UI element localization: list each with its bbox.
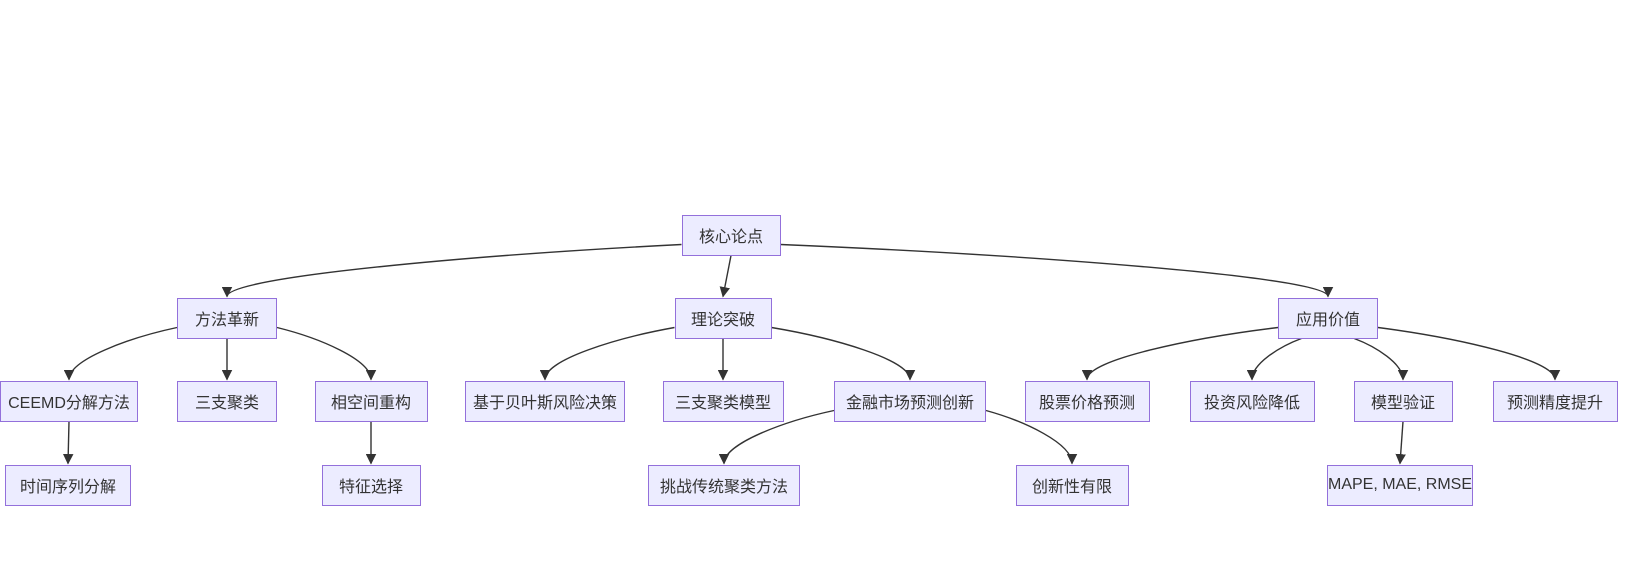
node-t3c1: 挑战传统聚类方法 — [648, 464, 800, 506]
edge-a3-a3c — [1395, 421, 1406, 465]
edge-root-t — [719, 255, 732, 298]
node-label: 三支聚类模型 — [674, 395, 771, 412]
node-label: 投资风险降低 — [1203, 395, 1300, 412]
node-label: 三支聚类 — [194, 395, 259, 412]
node-label: 股票价格预测 — [1038, 395, 1135, 412]
edge-root-a — [780, 243, 1334, 298]
node-label: 模型验证 — [1370, 395, 1435, 412]
edge-root-m — [221, 243, 682, 298]
edge-t3-t3c1 — [718, 409, 835, 465]
node-m1c: 时间序列分解 — [5, 464, 131, 506]
node-label: 特征选择 — [338, 479, 403, 496]
edge-t3-t3c2 — [985, 409, 1078, 465]
edge-a-a2 — [1246, 337, 1302, 381]
node-label: MAPE, MAE, RMSE — [1327, 476, 1473, 493]
node-t1: 基于贝叶斯风险决策 — [465, 380, 625, 422]
node-label: 应用价值 — [1295, 312, 1360, 329]
node-label: 方法革新 — [194, 312, 259, 329]
node-a1: 股票价格预测 — [1024, 380, 1150, 422]
edge-t-t1 — [539, 326, 675, 381]
node-a2: 投资风险降低 — [1189, 380, 1315, 422]
node-label: 理论突破 — [690, 312, 755, 329]
node-t2: 三支聚类模型 — [662, 380, 784, 422]
node-label: 时间序列分解 — [19, 479, 116, 496]
edges-group — [62, 243, 1561, 465]
node-label: 相空间重构 — [330, 395, 411, 412]
edge-m1-m1c — [62, 421, 74, 465]
node-m1: CEEMD分解方法 — [0, 380, 138, 422]
node-root: 核心论点 — [681, 214, 781, 256]
edge-a-a4 — [1377, 326, 1561, 381]
edge-a-a1 — [1081, 326, 1279, 381]
node-m3c: 特征选择 — [321, 464, 421, 506]
edge-a-a3 — [1354, 337, 1409, 381]
node-label: 挑战传统聚类方法 — [659, 479, 788, 496]
node-t3c2: 创新性有限 — [1015, 464, 1129, 506]
node-m2: 三支聚类 — [177, 380, 277, 422]
node-t: 理论突破 — [674, 297, 772, 339]
node-label: 预测精度提升 — [1506, 395, 1603, 412]
edge-m-m1 — [63, 326, 178, 381]
node-a: 应用价值 — [1278, 297, 1378, 339]
node-a3c: MAPE, MAE, RMSE — [1327, 464, 1473, 506]
node-label: 核心论点 — [698, 229, 763, 246]
node-label: 金融市场预测创新 — [845, 395, 974, 412]
edge-t-t3 — [771, 326, 916, 381]
node-m3: 相空间重构 — [314, 380, 428, 422]
node-a4: 预测精度提升 — [1492, 380, 1618, 422]
node-m: 方法革新 — [177, 297, 277, 339]
node-a3: 模型验证 — [1353, 380, 1453, 422]
node-label: CEEMD分解方法 — [8, 395, 130, 412]
node-t3: 金融市场预测创新 — [834, 380, 986, 422]
node-label: 创新性有限 — [1031, 479, 1112, 496]
edge-m-m3 — [276, 326, 377, 381]
node-label: 基于贝叶斯风险决策 — [472, 395, 617, 412]
